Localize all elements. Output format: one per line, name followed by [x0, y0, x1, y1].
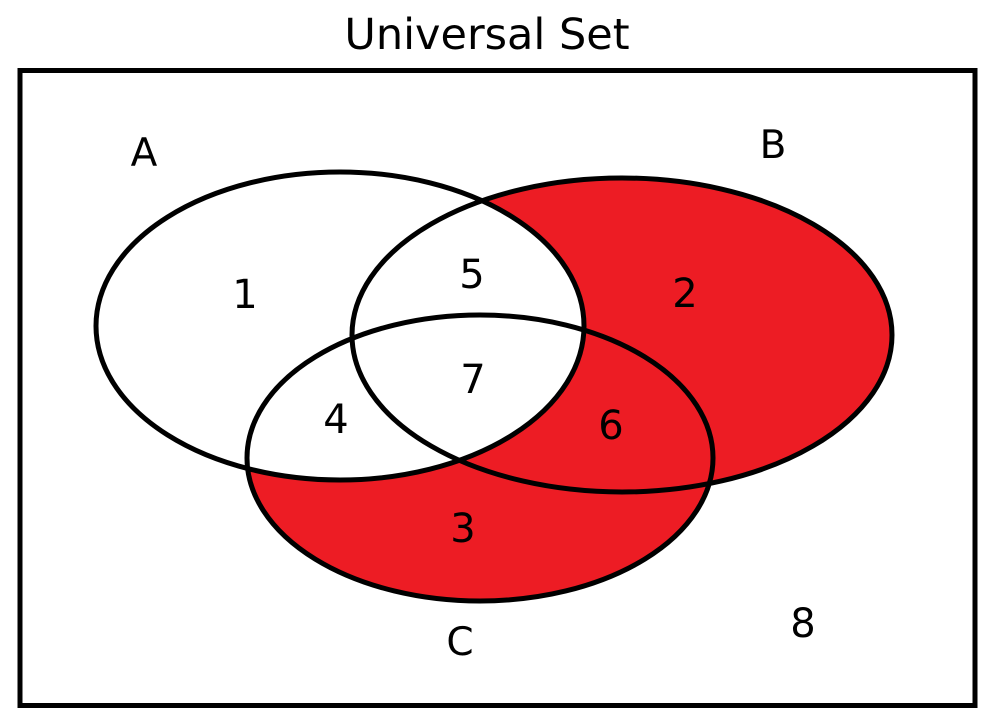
- set-a-outline: [93, 169, 587, 483]
- region-1-label: 1: [232, 272, 257, 318]
- set-a-label: A: [131, 131, 158, 176]
- set-a-fill: [96, 172, 584, 480]
- region-6-label: 6: [598, 403, 623, 449]
- set-c-outline: [244, 312, 716, 604]
- diagram-title: Universal Set: [344, 10, 629, 60]
- region-3-label: 3: [450, 506, 475, 552]
- region-2-label: 2: [672, 271, 697, 317]
- region-7-label: 7: [460, 357, 485, 403]
- set-b-label: B: [760, 123, 787, 168]
- region-8-label: 8: [790, 601, 815, 647]
- region-4-label: 4: [323, 397, 348, 443]
- region-5-label: 5: [459, 252, 484, 298]
- set-c-label: C: [446, 620, 473, 665]
- set-b-outline: [349, 175, 895, 495]
